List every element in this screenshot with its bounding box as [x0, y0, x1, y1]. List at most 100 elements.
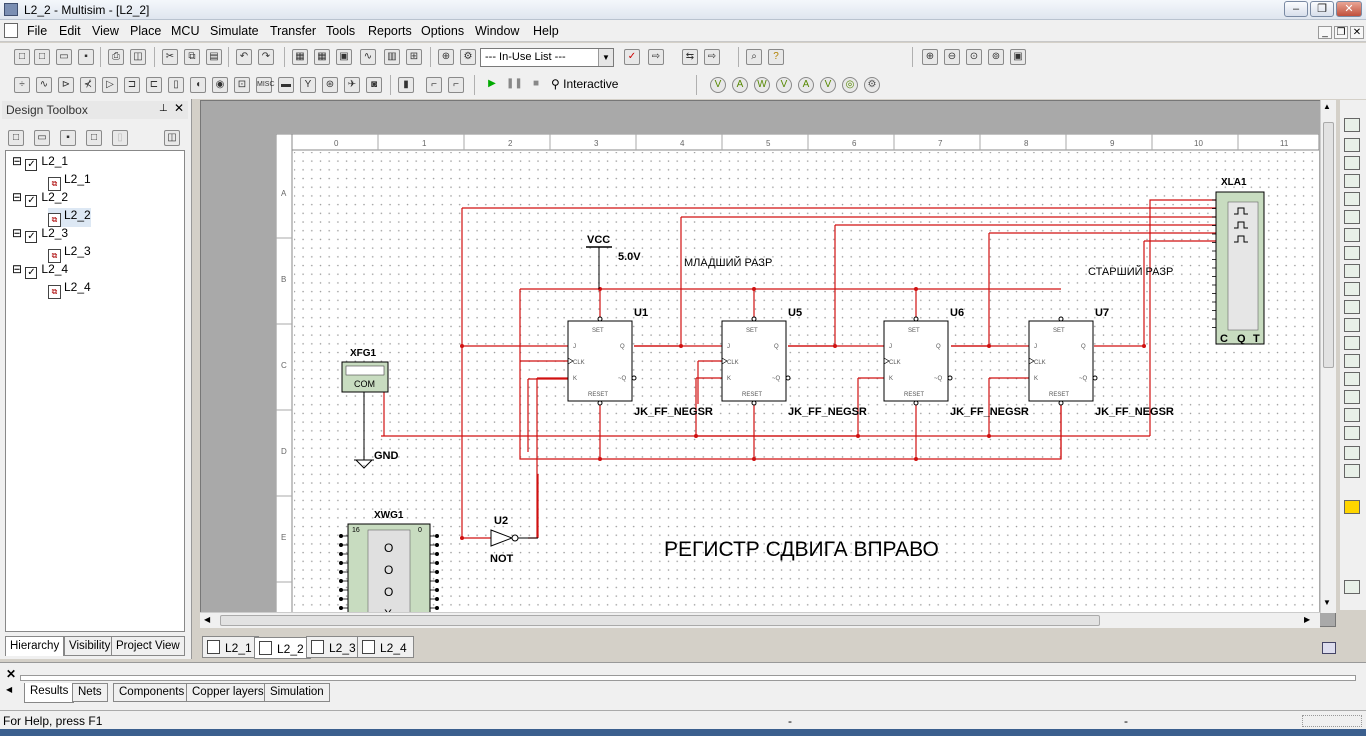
- sheet-tab-l2-4[interactable]: L2_4: [357, 636, 414, 658]
- tab-nets[interactable]: Nets: [72, 683, 108, 702]
- menu-help[interactable]: Help: [533, 24, 559, 38]
- scroll-down-icon[interactable]: ▼: [1323, 598, 1331, 607]
- agilent-oscilloscope-icon[interactable]: [1344, 408, 1360, 422]
- oscilloscope-icon[interactable]: [1344, 174, 1360, 188]
- in-use-list-select[interactable]: --- In-Use List --- ▼: [480, 48, 614, 67]
- vertical-scrollbar[interactable]: ▲ ▼: [1320, 100, 1336, 613]
- menu-window[interactable]: Window: [475, 24, 520, 38]
- measurement-probe-icon[interactable]: [1344, 446, 1360, 460]
- print-icon[interactable]: ⎙: [108, 49, 124, 65]
- source-icon[interactable]: ÷: [14, 77, 30, 93]
- frequency-counter-icon[interactable]: [1344, 228, 1360, 242]
- menu-place[interactable]: Place: [130, 24, 162, 38]
- tree-node-l2-4[interactable]: ⊟ ✓L2_4: [12, 262, 69, 279]
- new-sheet-icon[interactable]: □: [8, 130, 24, 146]
- tree-leaf-l2-4[interactable]: ⧉L2_4: [48, 280, 91, 299]
- minimize-button[interactable]: –: [1284, 1, 1308, 17]
- indicator-icon[interactable]: ◉: [212, 77, 228, 93]
- menu-reports[interactable]: Reports: [368, 24, 412, 38]
- checkbox-icon[interactable]: ✓: [25, 159, 38, 171]
- current-probe-icon[interactable]: [1344, 500, 1360, 514]
- wire-icon[interactable]: ⌐: [448, 77, 464, 93]
- menu-file[interactable]: File: [27, 24, 48, 38]
- sheet-properties-icon[interactable]: [1322, 642, 1336, 654]
- transfer-icon[interactable]: ⇨: [704, 49, 720, 65]
- spectrum-analyzer-icon[interactable]: [1344, 336, 1360, 350]
- undo-icon[interactable]: ↶: [236, 49, 252, 65]
- schematic-workspace[interactable]: 0 1 2 3 4 5 6 7 8 9 10 11 A B C D E: [200, 100, 1336, 627]
- probe-differential-icon[interactable]: V: [776, 77, 792, 93]
- stop-simulation-icon[interactable]: ■: [532, 78, 540, 89]
- close-icon[interactable]: ✕: [174, 101, 185, 115]
- spreadsheet-icon[interactable]: ▦: [314, 49, 330, 65]
- menu-simulate[interactable]: Simulate: [210, 24, 259, 38]
- database-icon[interactable]: ▣: [336, 49, 352, 65]
- redo-icon[interactable]: ↷: [258, 49, 274, 65]
- print-preview-icon[interactable]: ◫: [130, 49, 146, 65]
- open-icon[interactable]: ▭: [56, 49, 72, 65]
- sheet-tab-l2-3[interactable]: L2_3: [306, 636, 363, 658]
- mixed-icon[interactable]: ◖: [190, 77, 206, 93]
- agilent-generator-icon[interactable]: [1344, 372, 1360, 386]
- scroll-left-icon[interactable]: ◀: [204, 615, 211, 624]
- mdi-close-button[interactable]: ✕: [1350, 26, 1364, 39]
- project-icon[interactable]: ◫: [164, 130, 180, 146]
- hierarchy-icon[interactable]: ⊞: [406, 49, 422, 65]
- network-analyzer-icon[interactable]: [1344, 354, 1360, 368]
- misc-digital-icon[interactable]: ▯: [168, 77, 184, 93]
- power-component-icon[interactable]: ⊡: [234, 77, 250, 93]
- rf-icon[interactable]: Y: [300, 77, 316, 93]
- scroll-up-icon[interactable]: ▲: [1323, 102, 1331, 111]
- diode-icon[interactable]: ⊳: [58, 77, 74, 93]
- tab-copper-layers[interactable]: Copper layers: [186, 683, 270, 702]
- transistor-icon[interactable]: ⊀: [80, 77, 96, 93]
- wattmeter-icon[interactable]: [1344, 156, 1360, 170]
- sheet-tab-l2-1[interactable]: L2_1: [202, 636, 259, 658]
- tree-leaf-l2-1[interactable]: ⧉L2_1: [48, 172, 91, 191]
- probe-settings-icon[interactable]: ◎: [842, 77, 858, 93]
- menu-view[interactable]: View: [92, 24, 119, 38]
- schematic-sheet[interactable]: 0 1 2 3 4 5 6 7 8 9 10 11 A B C D E: [276, 134, 1319, 614]
- probe-reference-icon[interactable]: A: [798, 77, 814, 93]
- new-design-icon[interactable]: □: [34, 49, 50, 65]
- back-annotate-icon[interactable]: ⇨: [648, 49, 664, 65]
- tab-components[interactable]: Components: [113, 683, 191, 702]
- pause-simulation-icon[interactable]: ❚❚: [506, 78, 523, 89]
- erc-icon[interactable]: ✓: [624, 49, 640, 65]
- components-icon[interactable]: ⊕: [438, 49, 454, 65]
- scroll-left-icon[interactable]: ◀: [6, 685, 13, 694]
- tree-node-l2-2[interactable]: ⊟ ✓L2_2: [12, 190, 69, 207]
- forward-annotate-icon[interactable]: ⇆: [682, 49, 698, 65]
- logic-analyzer-icon[interactable]: [1344, 282, 1360, 296]
- analog-icon[interactable]: ▷: [102, 77, 118, 93]
- pin-icon[interactable]: ⊥: [159, 103, 168, 114]
- menu-mcu[interactable]: MCU: [171, 24, 200, 38]
- close-icon[interactable]: ✕: [6, 667, 17, 681]
- maximize-button[interactable]: ❐: [1310, 1, 1334, 17]
- bode-plotter-icon[interactable]: [1344, 210, 1360, 224]
- word-generator-icon[interactable]: [1344, 246, 1360, 260]
- gear-icon[interactable]: ⚙: [864, 77, 880, 93]
- probe-power-icon[interactable]: W: [754, 77, 770, 93]
- tree-node-l2-1[interactable]: ⊟ ✓L2_1: [12, 154, 69, 171]
- advanced-peripherals-icon[interactable]: ▬: [278, 77, 294, 93]
- agilent-multimeter-icon[interactable]: [1344, 390, 1360, 404]
- menu-options[interactable]: Options: [421, 24, 465, 38]
- probe-digital-icon[interactable]: V: [820, 77, 836, 93]
- mdi-restore-button[interactable]: ❐: [1334, 26, 1348, 39]
- four-channel-oscilloscope-icon[interactable]: [1344, 192, 1360, 206]
- tab-hierarchy[interactable]: Hierarchy: [5, 636, 65, 656]
- ttl-icon[interactable]: ⊐: [124, 77, 140, 93]
- cut-icon[interactable]: ✂: [162, 49, 178, 65]
- cmos-icon[interactable]: ⊏: [146, 77, 162, 93]
- basic-icon[interactable]: ∿: [36, 77, 52, 93]
- schematic-canvas[interactable]: 0 1 2 3 4 5 6 7 8 9 10 11 A B C D E: [276, 134, 1319, 614]
- tab-project-view[interactable]: Project View: [111, 636, 185, 656]
- toggle-toolbox-icon[interactable]: ▦: [292, 49, 308, 65]
- tree-leaf-l2-3[interactable]: ⧉L2_3: [48, 244, 91, 263]
- iv-analyzer-icon[interactable]: [1344, 300, 1360, 314]
